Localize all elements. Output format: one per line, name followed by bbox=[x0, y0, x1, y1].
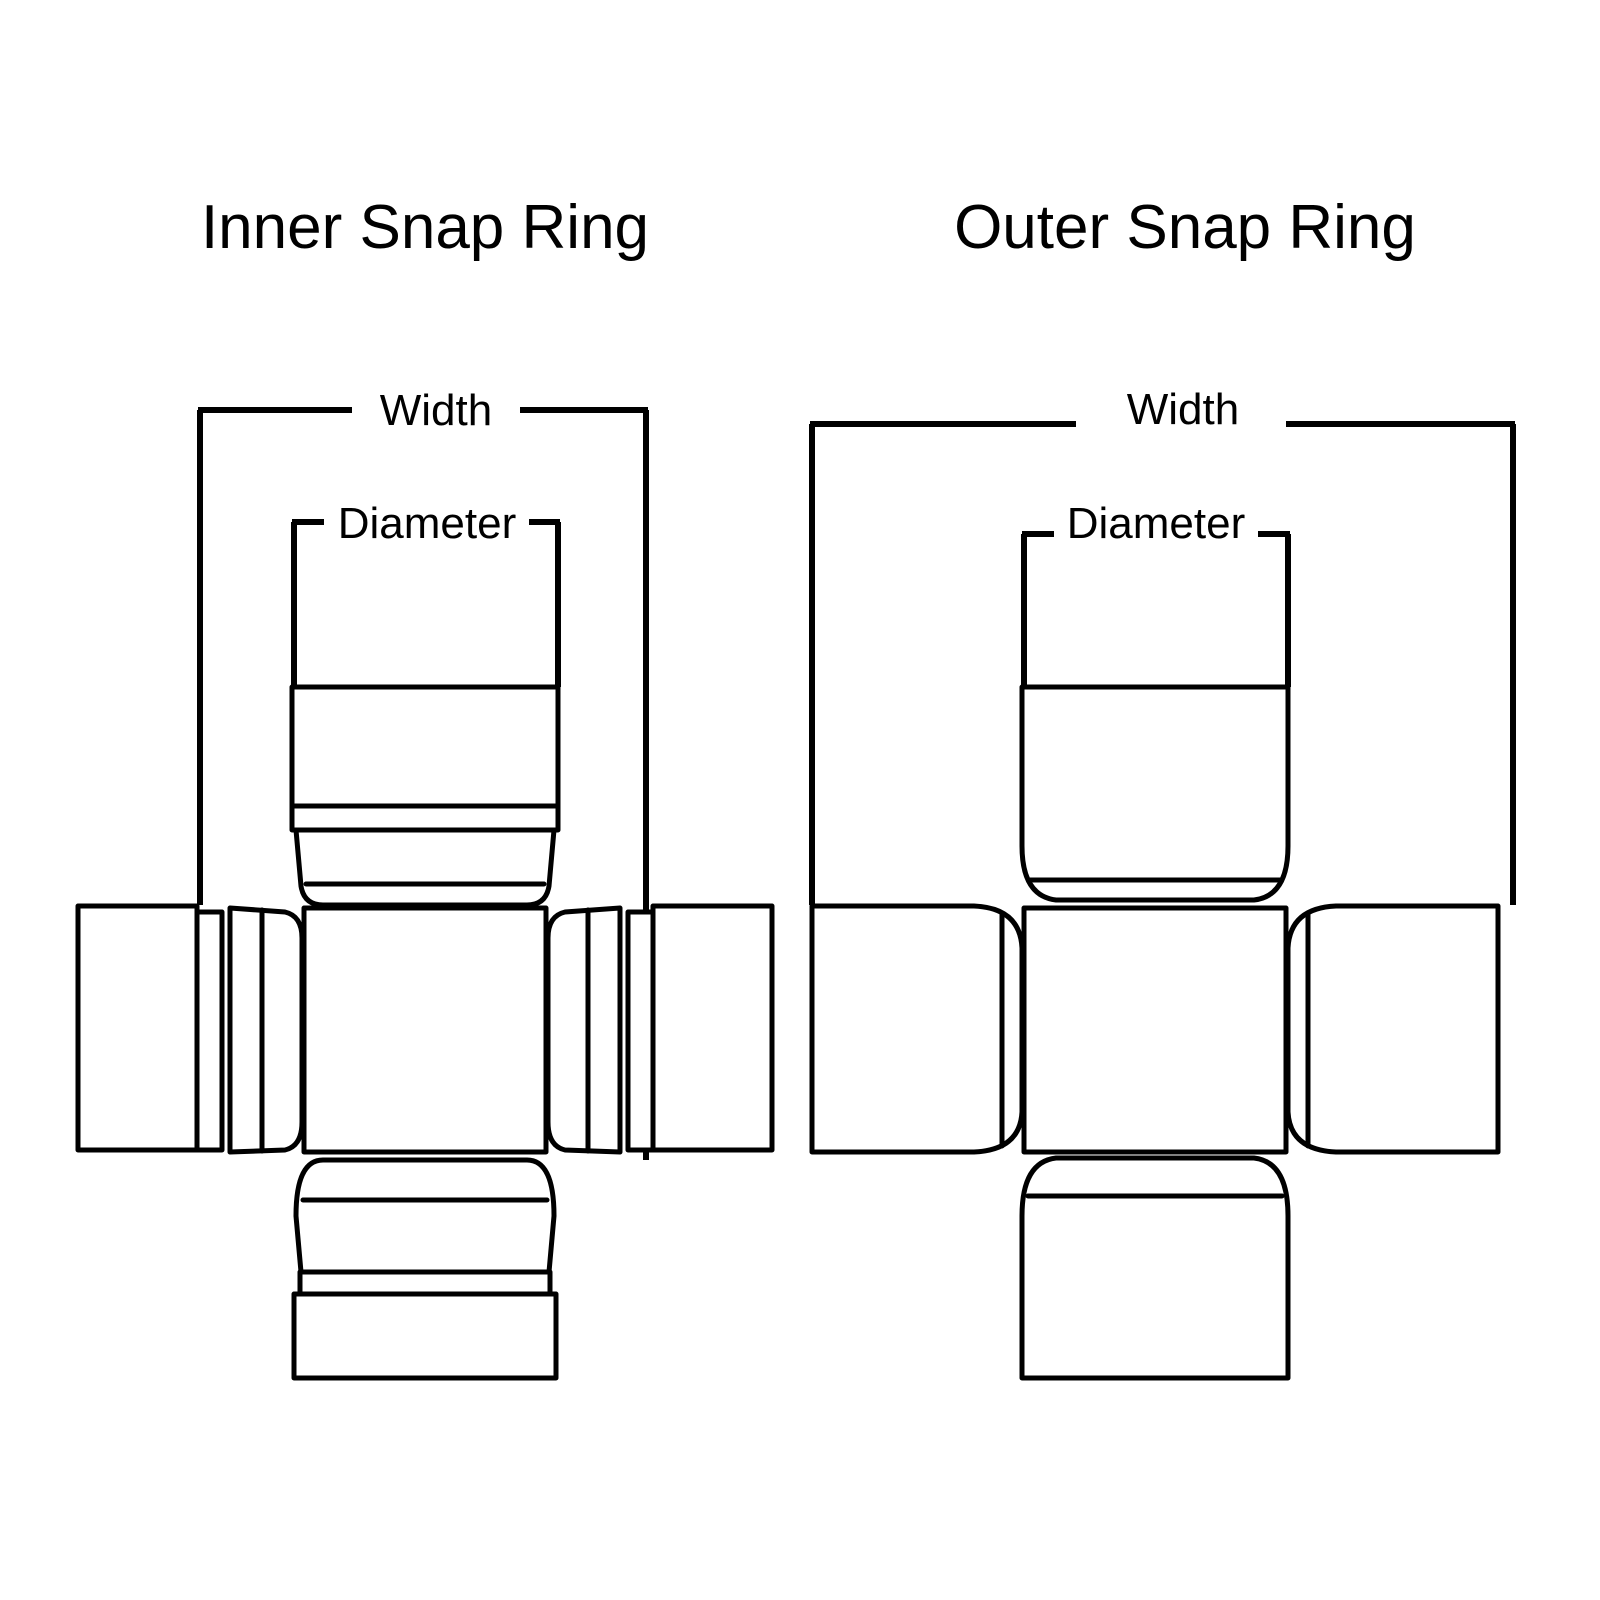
inner-top-snap-ring-band bbox=[289, 803, 561, 833]
inner-left-bearing-cap bbox=[75, 903, 200, 1153]
outer-bottom-bearing-cap bbox=[1019, 1155, 1291, 1381]
outer-diameter-dimension: Diameter bbox=[1021, 499, 1291, 687]
outer-snap-ring-diagram: Outer Snap Ring Width Diameter bbox=[809, 193, 1516, 1381]
outer-snap-ring-title: Outer Snap Ring bbox=[954, 193, 1416, 262]
outer-right-bearing-cap bbox=[1285, 903, 1501, 1155]
inner-top-bearing-cap bbox=[289, 684, 561, 809]
inner-top-yoke-taper bbox=[293, 827, 557, 908]
outer-center-cross-body bbox=[1021, 905, 1289, 1155]
inner-right-bearing-cap bbox=[650, 903, 775, 1153]
inner-left-yoke-taper bbox=[227, 905, 305, 1155]
outer-width-label: Width bbox=[1127, 385, 1239, 434]
inner-snap-ring-title: Inner Snap Ring bbox=[201, 193, 649, 262]
outer-diameter-label: Diameter bbox=[1067, 499, 1246, 548]
inner-bottom-bearing-cap bbox=[291, 1291, 559, 1381]
outer-top-bearing-cap bbox=[1019, 684, 1291, 903]
inner-left-snap-ring-band bbox=[194, 909, 225, 1153]
inner-bottom-snap-ring-band bbox=[297, 1269, 553, 1297]
inner-snap-ring-diagram: Inner Snap Ring Width Diameter bbox=[75, 193, 775, 1381]
outer-width-dimension: Width bbox=[809, 385, 1516, 905]
inner-diameter-label: Diameter bbox=[338, 499, 517, 548]
inner-right-yoke-taper bbox=[545, 905, 623, 1155]
inner-right-snap-ring-band bbox=[625, 909, 656, 1153]
inner-ujoint-body bbox=[75, 684, 775, 1381]
inner-center-cross-body bbox=[301, 905, 549, 1155]
inner-diameter-dimension: Diameter bbox=[291, 499, 561, 687]
inner-bottom-yoke-taper bbox=[293, 1157, 557, 1275]
outer-left-bearing-cap bbox=[809, 903, 1025, 1155]
outer-ujoint-body bbox=[809, 684, 1501, 1381]
inner-width-label: Width bbox=[380, 386, 492, 435]
